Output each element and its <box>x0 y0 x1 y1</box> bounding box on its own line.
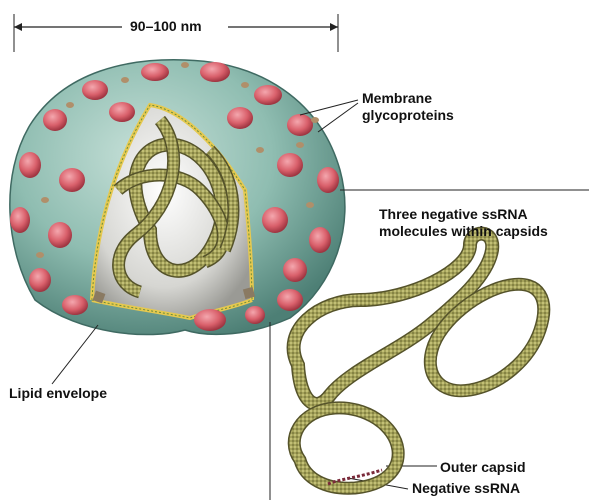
free-nucleocapsids <box>294 234 544 489</box>
membrane-glycoproteins-label: Membrane glycoproteins <box>362 90 454 124</box>
lipid-envelope-label: Lipid envelope <box>9 385 107 401</box>
negative-ssrna-label: Negative ssRNA <box>412 480 520 496</box>
three-label-line1: Three negative ssRNA <box>379 206 548 223</box>
outer-capsid-label: Outer capsid <box>440 459 526 475</box>
scale-label: 90–100 nm <box>130 18 202 34</box>
membrane-label-line2: glycoproteins <box>362 107 454 124</box>
membrane-label-line1: Membrane <box>362 90 454 107</box>
three-ssrna-label: Three negative ssRNA molecules within ca… <box>379 206 548 240</box>
three-label-line2: molecules within capsids <box>379 223 548 240</box>
